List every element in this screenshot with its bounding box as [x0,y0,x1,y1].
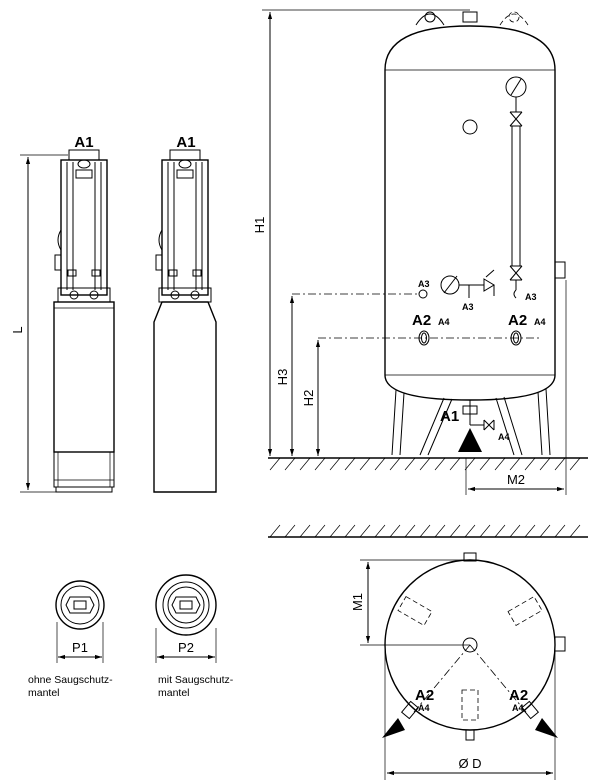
a2-top-left-label: A2 [415,687,434,704]
a3-mid-label: A3 [462,302,474,312]
tank-side-dimensions: H1 H3 H2 M2 [252,9,567,495]
a3-left-label: A3 [418,279,430,289]
caption-right-line1: mit Saugschutz- [158,674,234,686]
tank-side-view: A3 A3 A3 A2 A4 A2 A4 A1 A4 [268,11,588,471]
a1-tank-label: A1 [440,408,459,425]
a2-top-right-label: A2 [509,687,528,704]
pump-right-top-view: P2 mit Saugschutz- mantel [155,574,234,699]
length-label: L [10,326,25,333]
a2-right-label: A2 [508,312,527,329]
a3-right-label: A3 [525,292,537,302]
dimension-l: L [10,154,68,493]
h3-label: H3 [275,369,290,386]
a2-left-label: A2 [412,312,431,329]
p1-label: P1 [72,640,88,655]
m1-label: M1 [350,593,365,611]
pump-left-top-view: P1 ohne Saugschutz- mantel [28,580,113,699]
pump-with-suction-jacket: A1 [153,134,217,493]
m2-label: M2 [507,472,525,487]
diameter-label: Ø D [458,756,481,771]
p2-label: P2 [178,640,194,655]
a4-right-label: A4 [534,317,546,327]
pump-right-a1-label: A1 [176,134,195,151]
a4-left-label: A4 [438,317,450,327]
caption-left-line2: mantel [28,687,60,699]
a4-top-left-label: A4 [418,703,430,713]
h1-label: H1 [252,217,267,234]
caption-right-line2: mantel [158,687,190,699]
tank-top-view: A2 A4 A2 A4 M1 Ø D [268,524,588,780]
a4-bottom-label: A4 [498,432,510,442]
caption-left-line1: ohne Saugschutz- [28,674,113,686]
h2-label: H2 [301,390,316,407]
pump-left-a1-label: A1 [74,134,93,151]
pump-without-suction-jacket: A1 [53,134,115,493]
a4-top-right-label: A4 [512,703,524,713]
